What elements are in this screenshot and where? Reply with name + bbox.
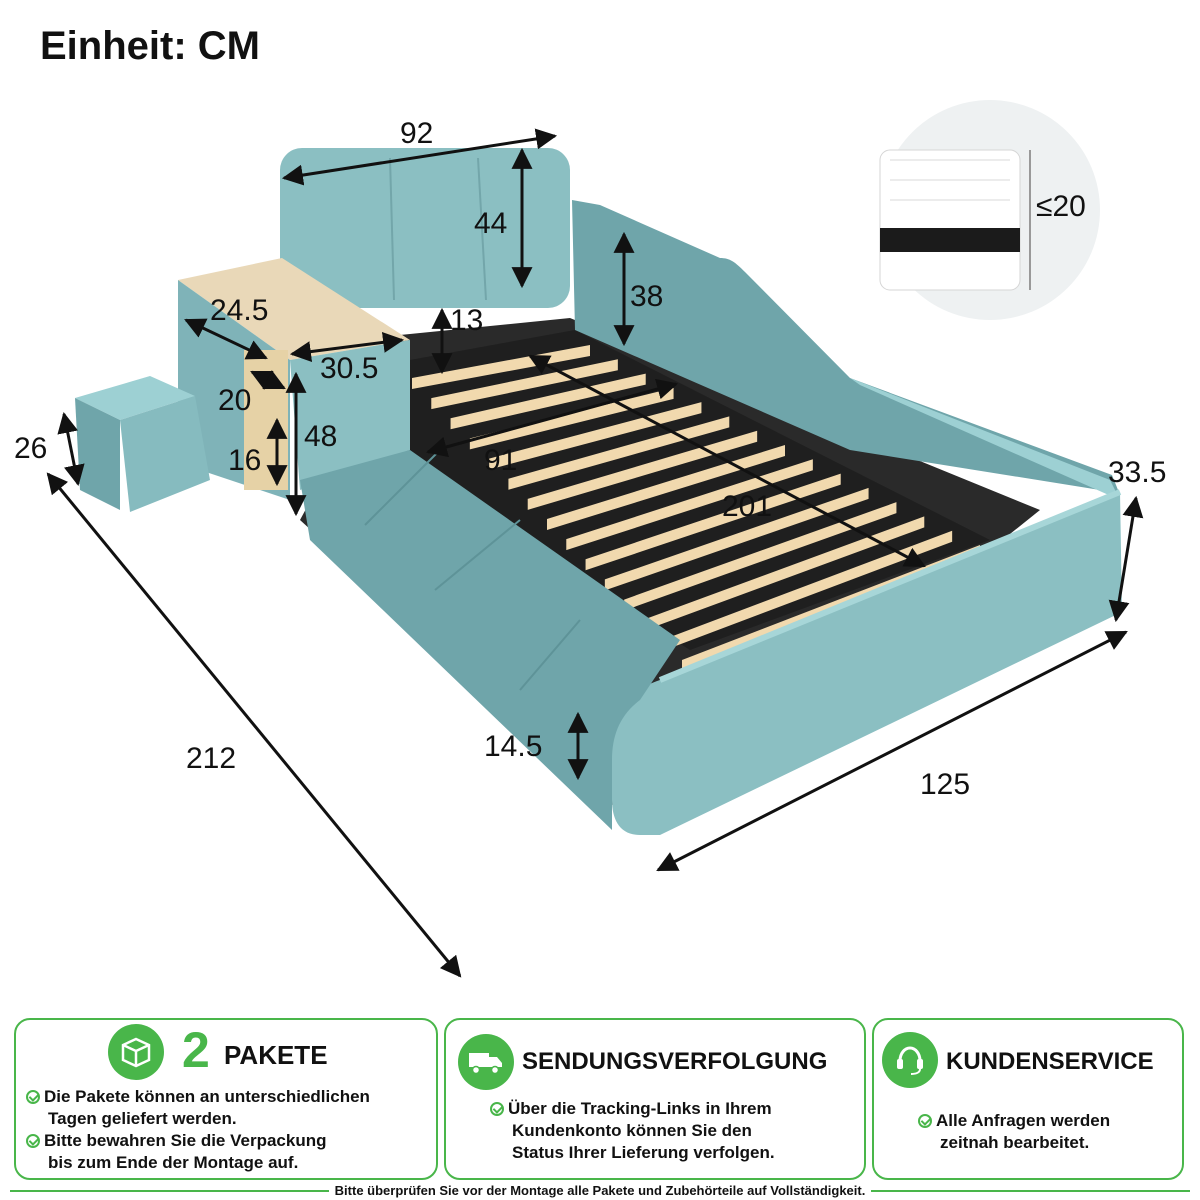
check-icon xyxy=(490,1102,504,1116)
card-packages-line-3: Bitte bewahren Sie die Verpackung xyxy=(26,1130,326,1152)
check-icon xyxy=(26,1134,40,1148)
dim-total-width: 125 xyxy=(920,768,970,801)
headboard xyxy=(280,148,570,308)
dim-slat-length: 201 xyxy=(722,490,772,523)
dim-mattress-max: ≤20 xyxy=(1036,190,1086,223)
dim-side-height: 38 xyxy=(630,280,663,313)
delivery-truck-icon xyxy=(469,1053,502,1075)
footer-note: Bitte überprüfen Sie vor der Montage all… xyxy=(328,1183,872,1198)
card-service-line-1: Alle Anfragen werden xyxy=(918,1110,1110,1132)
dim-shelf-lower: 16 xyxy=(228,444,261,477)
shelf-front xyxy=(290,340,410,490)
card-tracking-title: SENDUNGSVERFOLGUNG xyxy=(522,1048,828,1075)
card-tracking-line-2: Kundenkonto können Sie den xyxy=(512,1121,752,1140)
check-icon xyxy=(26,1090,40,1104)
dim-total-length: 212 xyxy=(186,742,236,775)
card-service-line-2: zeitnah bearbeitet. xyxy=(940,1133,1090,1152)
package-badge xyxy=(108,1024,164,1080)
card-tracking-line-3: Status Ihrer Lieferung verfolgen. xyxy=(512,1143,775,1162)
dim-shelf-height: 48 xyxy=(304,420,337,453)
check-icon xyxy=(918,1114,932,1128)
dim-shelf-inner: 20 xyxy=(218,384,251,417)
bed-illustration: 92 44 38 13 24.5 30.5 20 48 16 26 91 201… xyxy=(14,100,1166,978)
dim-headboard-width: 92 xyxy=(400,117,433,150)
card-tracking: SENDUNGSVERFOLGUNG Über die Tracking-Lin… xyxy=(444,1018,866,1180)
package-icon xyxy=(121,1037,151,1068)
dim-slat-width: 91 xyxy=(484,444,517,477)
dim-foot-height: 33.5 xyxy=(1108,456,1166,489)
card-tracking-line-1: Über die Tracking-Links in Ihrem xyxy=(490,1098,772,1120)
footer-note-wrap: Bitte überprüfen Sie vor der Montage all… xyxy=(0,1182,1200,1200)
card-service-title: KUNDENSERVICE xyxy=(946,1048,1154,1075)
dim-under-gap: 13 xyxy=(450,304,483,337)
dim-shelf-width: 30.5 xyxy=(320,352,378,385)
footer: Bitte überprüfen Sie vor der Montage all… xyxy=(0,1182,1200,1200)
package-count: 2 xyxy=(182,1022,210,1078)
card-packages-title: PAKETE xyxy=(224,1040,328,1070)
card-packages: 2 PAKETE Die Pakete können an unterschie… xyxy=(14,1018,438,1180)
card-packages-line-1: Die Pakete können an unterschiedlichen xyxy=(26,1086,370,1108)
card-service: KUNDENSERVICE Alle Anfragen werden zeitn… xyxy=(872,1018,1184,1180)
stool-top xyxy=(75,376,195,420)
card-packages-line-4: bis zum Ende der Montage auf. xyxy=(48,1153,299,1172)
mattress-thumbnail xyxy=(879,100,1100,320)
dim-stool-height: 26 xyxy=(14,432,47,465)
dimension-arrows xyxy=(46,128,1144,978)
card-packages-line-2: Tagen geliefert werden. xyxy=(48,1109,237,1128)
dim-headboard-height: 44 xyxy=(474,207,507,240)
truck-badge xyxy=(458,1034,514,1090)
dim-front-height: 14.5 xyxy=(484,730,542,763)
dim-shelf-depth: 24.5 xyxy=(210,294,268,327)
headset-icon xyxy=(897,1046,923,1075)
unit-label: Einheit: CM xyxy=(40,24,260,68)
headset-badge xyxy=(882,1032,938,1088)
